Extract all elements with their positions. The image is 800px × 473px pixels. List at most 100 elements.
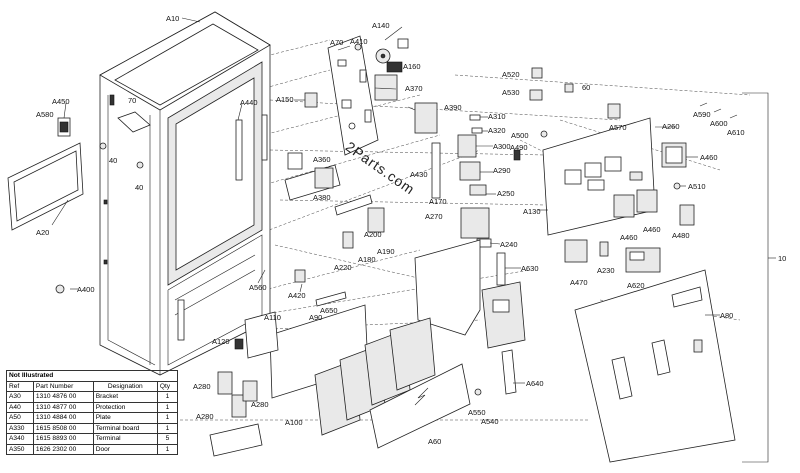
label-a70: A70 — [330, 38, 343, 47]
label-a560: A560 — [249, 283, 267, 292]
label-a480: A480 — [672, 231, 690, 240]
cell-qty: 1 — [156, 391, 179, 403]
label-a360: A360 — [313, 155, 331, 164]
cell-qty: 1 — [156, 422, 179, 434]
label-a60: A60 — [428, 437, 441, 446]
label-a620: A620 — [627, 281, 645, 290]
cell-qty: 1 — [156, 412, 179, 424]
label-a460: A460 — [700, 153, 718, 162]
label-a580: A580 — [36, 110, 54, 119]
label-a550: A550 — [468, 408, 486, 417]
label-a200: A200 — [364, 230, 382, 239]
label-60: 60 — [582, 83, 590, 92]
cell-ref: A50 — [6, 412, 34, 424]
label-a130: A130 — [523, 207, 541, 216]
label-a600: A600 — [710, 119, 728, 128]
label-a540: A540 — [481, 417, 499, 426]
label-a180: A180 — [358, 255, 376, 264]
table-title: Not Illustrated — [6, 370, 178, 382]
label-a640: A640 — [526, 379, 544, 388]
label-a380: A380 — [313, 193, 331, 202]
label-a570: A570 — [609, 123, 627, 132]
left-small-parts — [55, 111, 151, 294]
cell-qty: 1 — [156, 443, 179, 455]
label-a590: A590 — [693, 110, 711, 119]
label-a230: A230 — [597, 266, 615, 275]
label-a390: A390 — [444, 103, 462, 112]
col-ref: Ref — [6, 380, 34, 392]
table-row: A40 1310 4877 00 Protection 1 — [6, 401, 179, 413]
cell-designation: Plate — [92, 412, 158, 424]
table-row: A330 1615 8508 00 Terminal board 1 — [6, 422, 179, 434]
label-10: 10 — [778, 254, 786, 263]
label-a270: A270 — [425, 212, 443, 221]
mid-components — [284, 67, 574, 307]
label-a310: A310 — [488, 112, 506, 121]
panel-a70 — [327, 35, 409, 156]
table-row: A30 1310 4876 00 Bracket 1 — [6, 391, 179, 403]
cell-ref: A350 — [6, 443, 34, 455]
cell-qty: 1 — [156, 401, 179, 413]
cell-designation: Bracket — [92, 391, 158, 403]
label-a520: A520 — [502, 70, 520, 79]
group-bracket — [742, 92, 769, 463]
cell-ref: A30 — [6, 391, 34, 403]
label-a400: A400 — [77, 285, 95, 294]
label-a500: A500 — [511, 131, 529, 140]
enclosure-a630 — [414, 239, 526, 395]
label-a290: A290 — [493, 166, 511, 175]
table-row: A340 1615 8893 00 Terminal 5 — [6, 433, 179, 445]
label-a140: A140 — [372, 21, 390, 30]
label-a300: A300 — [493, 142, 511, 151]
door-a80 — [574, 269, 736, 463]
label-a160: A160 — [403, 62, 421, 71]
col-designation: Designation — [92, 380, 158, 392]
cell-qty: 5 — [156, 433, 179, 445]
label-a410: A410 — [350, 37, 368, 46]
cell-ref: A40 — [6, 401, 34, 413]
cell-designation: Terminal — [92, 433, 158, 445]
leader-lines — [51, 17, 720, 384]
label-a110: A110 — [264, 313, 281, 322]
cell-ref: A340 — [6, 433, 34, 445]
cell-part-number: 1615 8508 00 — [32, 422, 94, 434]
callout-labels: A10 A20 40 40 70 A450 A580 A400 A440 A56… — [36, 14, 786, 446]
label-a120: A120 — [212, 337, 230, 346]
label-a280-c: A280 — [196, 412, 214, 421]
label-a90: A90 — [309, 313, 322, 322]
not-illustrated-table: Not Illustrated Ref Part Number Designat… — [6, 370, 179, 455]
cell-designation: Protection — [92, 401, 158, 413]
label-a650: A650 — [320, 306, 338, 315]
label-a170: A170 — [429, 197, 447, 206]
label-a250: A250 — [497, 189, 515, 198]
label-40: 40 — [109, 156, 117, 165]
label-a20: A20 — [36, 228, 49, 237]
table-row: A350 1626 2302 00 Door 1 — [6, 443, 179, 455]
meter-plate — [542, 103, 695, 273]
label-a150: A150 — [276, 95, 294, 104]
cabinet-frame — [99, 11, 271, 376]
label-a510: A510 — [688, 182, 706, 191]
label-a320: A320 — [488, 126, 506, 135]
label-70: 70 — [128, 96, 136, 105]
label-a440: A440 — [240, 98, 258, 107]
cell-part-number: 1310 4876 00 — [32, 391, 94, 403]
label-a280: A280 — [193, 382, 211, 391]
cell-designation: Terminal board — [92, 422, 158, 434]
label-a370: A370 — [405, 84, 423, 93]
label-a430: A430 — [410, 170, 428, 179]
table-row: A50 1310 4884 00 Plate 1 — [6, 412, 179, 424]
label-a280-b: A280 — [251, 400, 269, 409]
cell-part-number: 1310 4877 00 — [32, 401, 94, 413]
label-a10: A10 — [166, 14, 179, 23]
label-a80: A80 — [720, 311, 733, 320]
label-a260: A260 — [662, 122, 680, 131]
label-a450: A450 — [52, 97, 70, 106]
cell-ref: A330 — [6, 422, 34, 434]
cell-part-number: 1615 8893 00 — [32, 433, 94, 445]
table-header-row: Ref Part Number Designation Qty — [6, 380, 179, 392]
col-qty: Qty — [156, 380, 179, 392]
label-a460-c: A460 — [643, 225, 661, 234]
